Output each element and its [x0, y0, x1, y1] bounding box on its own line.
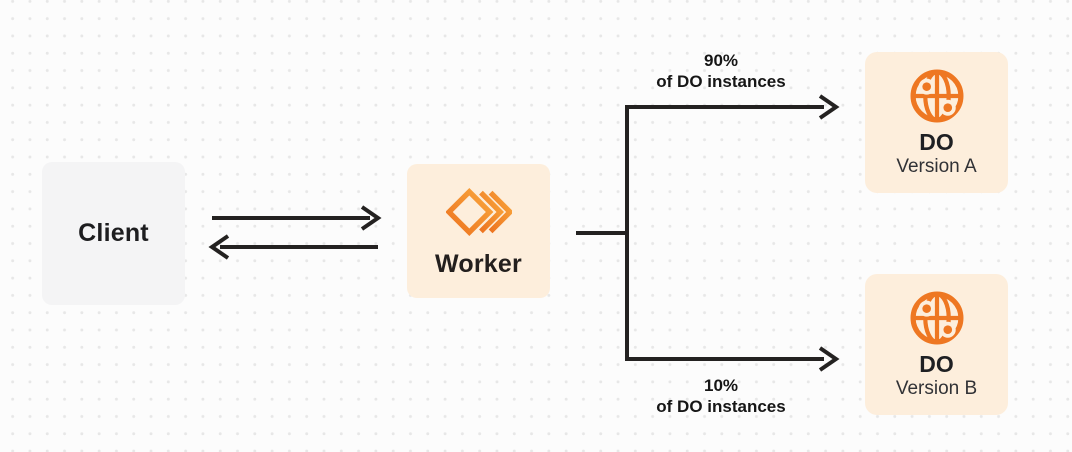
do-b-title: DO	[919, 350, 954, 377]
client-label: Client	[78, 219, 149, 247]
split-bottom-caption: of DO instances	[656, 397, 786, 416]
split-top-percent: 90%	[703, 51, 739, 70]
arrowhead-do-b-icon	[818, 346, 840, 372]
workers-logo-icon	[445, 187, 512, 237]
line-split-top	[625, 105, 824, 235]
do-a-subtitle: Version A	[896, 156, 977, 178]
split-bottom-percent: 10%	[703, 376, 739, 395]
arrowhead-right-icon	[360, 205, 382, 231]
globe-icon	[910, 291, 963, 345]
arrowhead-left-icon	[208, 234, 230, 260]
client-node: Client	[42, 162, 185, 305]
do-a-title: DO	[919, 128, 954, 155]
do-version-b-node: DO Version B	[865, 274, 1008, 415]
do-b-subtitle: Version B	[895, 378, 978, 400]
worker-label: Worker	[435, 250, 522, 278]
line-split-bottom	[625, 231, 824, 361]
arrowhead-do-a-icon	[818, 94, 840, 120]
do-version-a-node: DO Version A	[865, 52, 1008, 193]
split-top-label: 90% of DO instances	[611, 50, 831, 92]
split-top-caption: of DO instances	[656, 72, 786, 91]
worker-node: Worker	[407, 164, 550, 298]
split-bottom-label: 10% of DO instances	[611, 375, 831, 417]
globe-icon	[910, 69, 963, 123]
